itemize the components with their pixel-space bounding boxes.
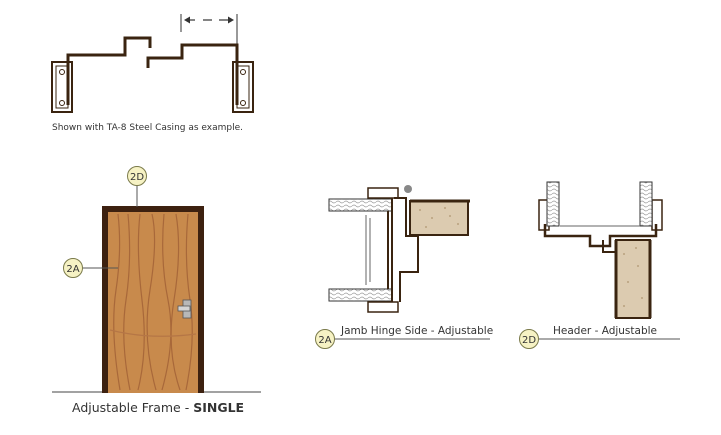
main-caption-bold: SINGLE <box>193 400 245 415</box>
wood-grain <box>109 213 197 391</box>
casing-note: Shown with TA-8 Steel Casing as example. <box>52 123 244 133</box>
callout-2a-hinge-circle <box>315 329 335 349</box>
header-wall-block <box>615 239 651 319</box>
header-caption: Header - Adjustable <box>553 325 657 337</box>
jamb-top-casing <box>367 187 399 199</box>
callout-2d-header-circle <box>519 329 539 349</box>
dimension-arrow <box>184 16 234 24</box>
callout-2d-label: 2D <box>130 172 144 183</box>
jamb-hinge-section: 2A <box>315 185 490 349</box>
jamb-wall-block <box>409 200 469 236</box>
frame-profile-left-half <box>66 36 152 105</box>
callout-2a-hinge-label: 2A <box>318 335 331 346</box>
callout-2d-header-label: 2D <box>522 335 536 346</box>
frame-profile-right-half <box>146 43 239 105</box>
main-caption-prefix: Adjustable Frame - <box>72 400 194 415</box>
callout-2a-circle <box>63 258 83 278</box>
door-edge-section <box>365 215 371 285</box>
top-frame-profile <box>51 14 254 113</box>
hinge-caption: Jamb Hinge Side - Adjustable <box>341 325 494 337</box>
main-caption: Adjustable Frame - SINGLE <box>72 400 244 415</box>
wall-speckles <box>419 207 459 228</box>
callout-2a-label: 2A <box>66 264 79 275</box>
door-handle <box>177 299 192 319</box>
jamb-stop-profile <box>387 198 393 302</box>
header-section: 2D <box>519 181 680 349</box>
door-elevation: 2D 2A <box>52 166 261 393</box>
jamb-bottom-casing <box>367 301 399 313</box>
header-frame-profile <box>543 224 658 248</box>
callout-2d-circle <box>127 166 147 186</box>
hinge-pin-icon <box>404 185 412 193</box>
